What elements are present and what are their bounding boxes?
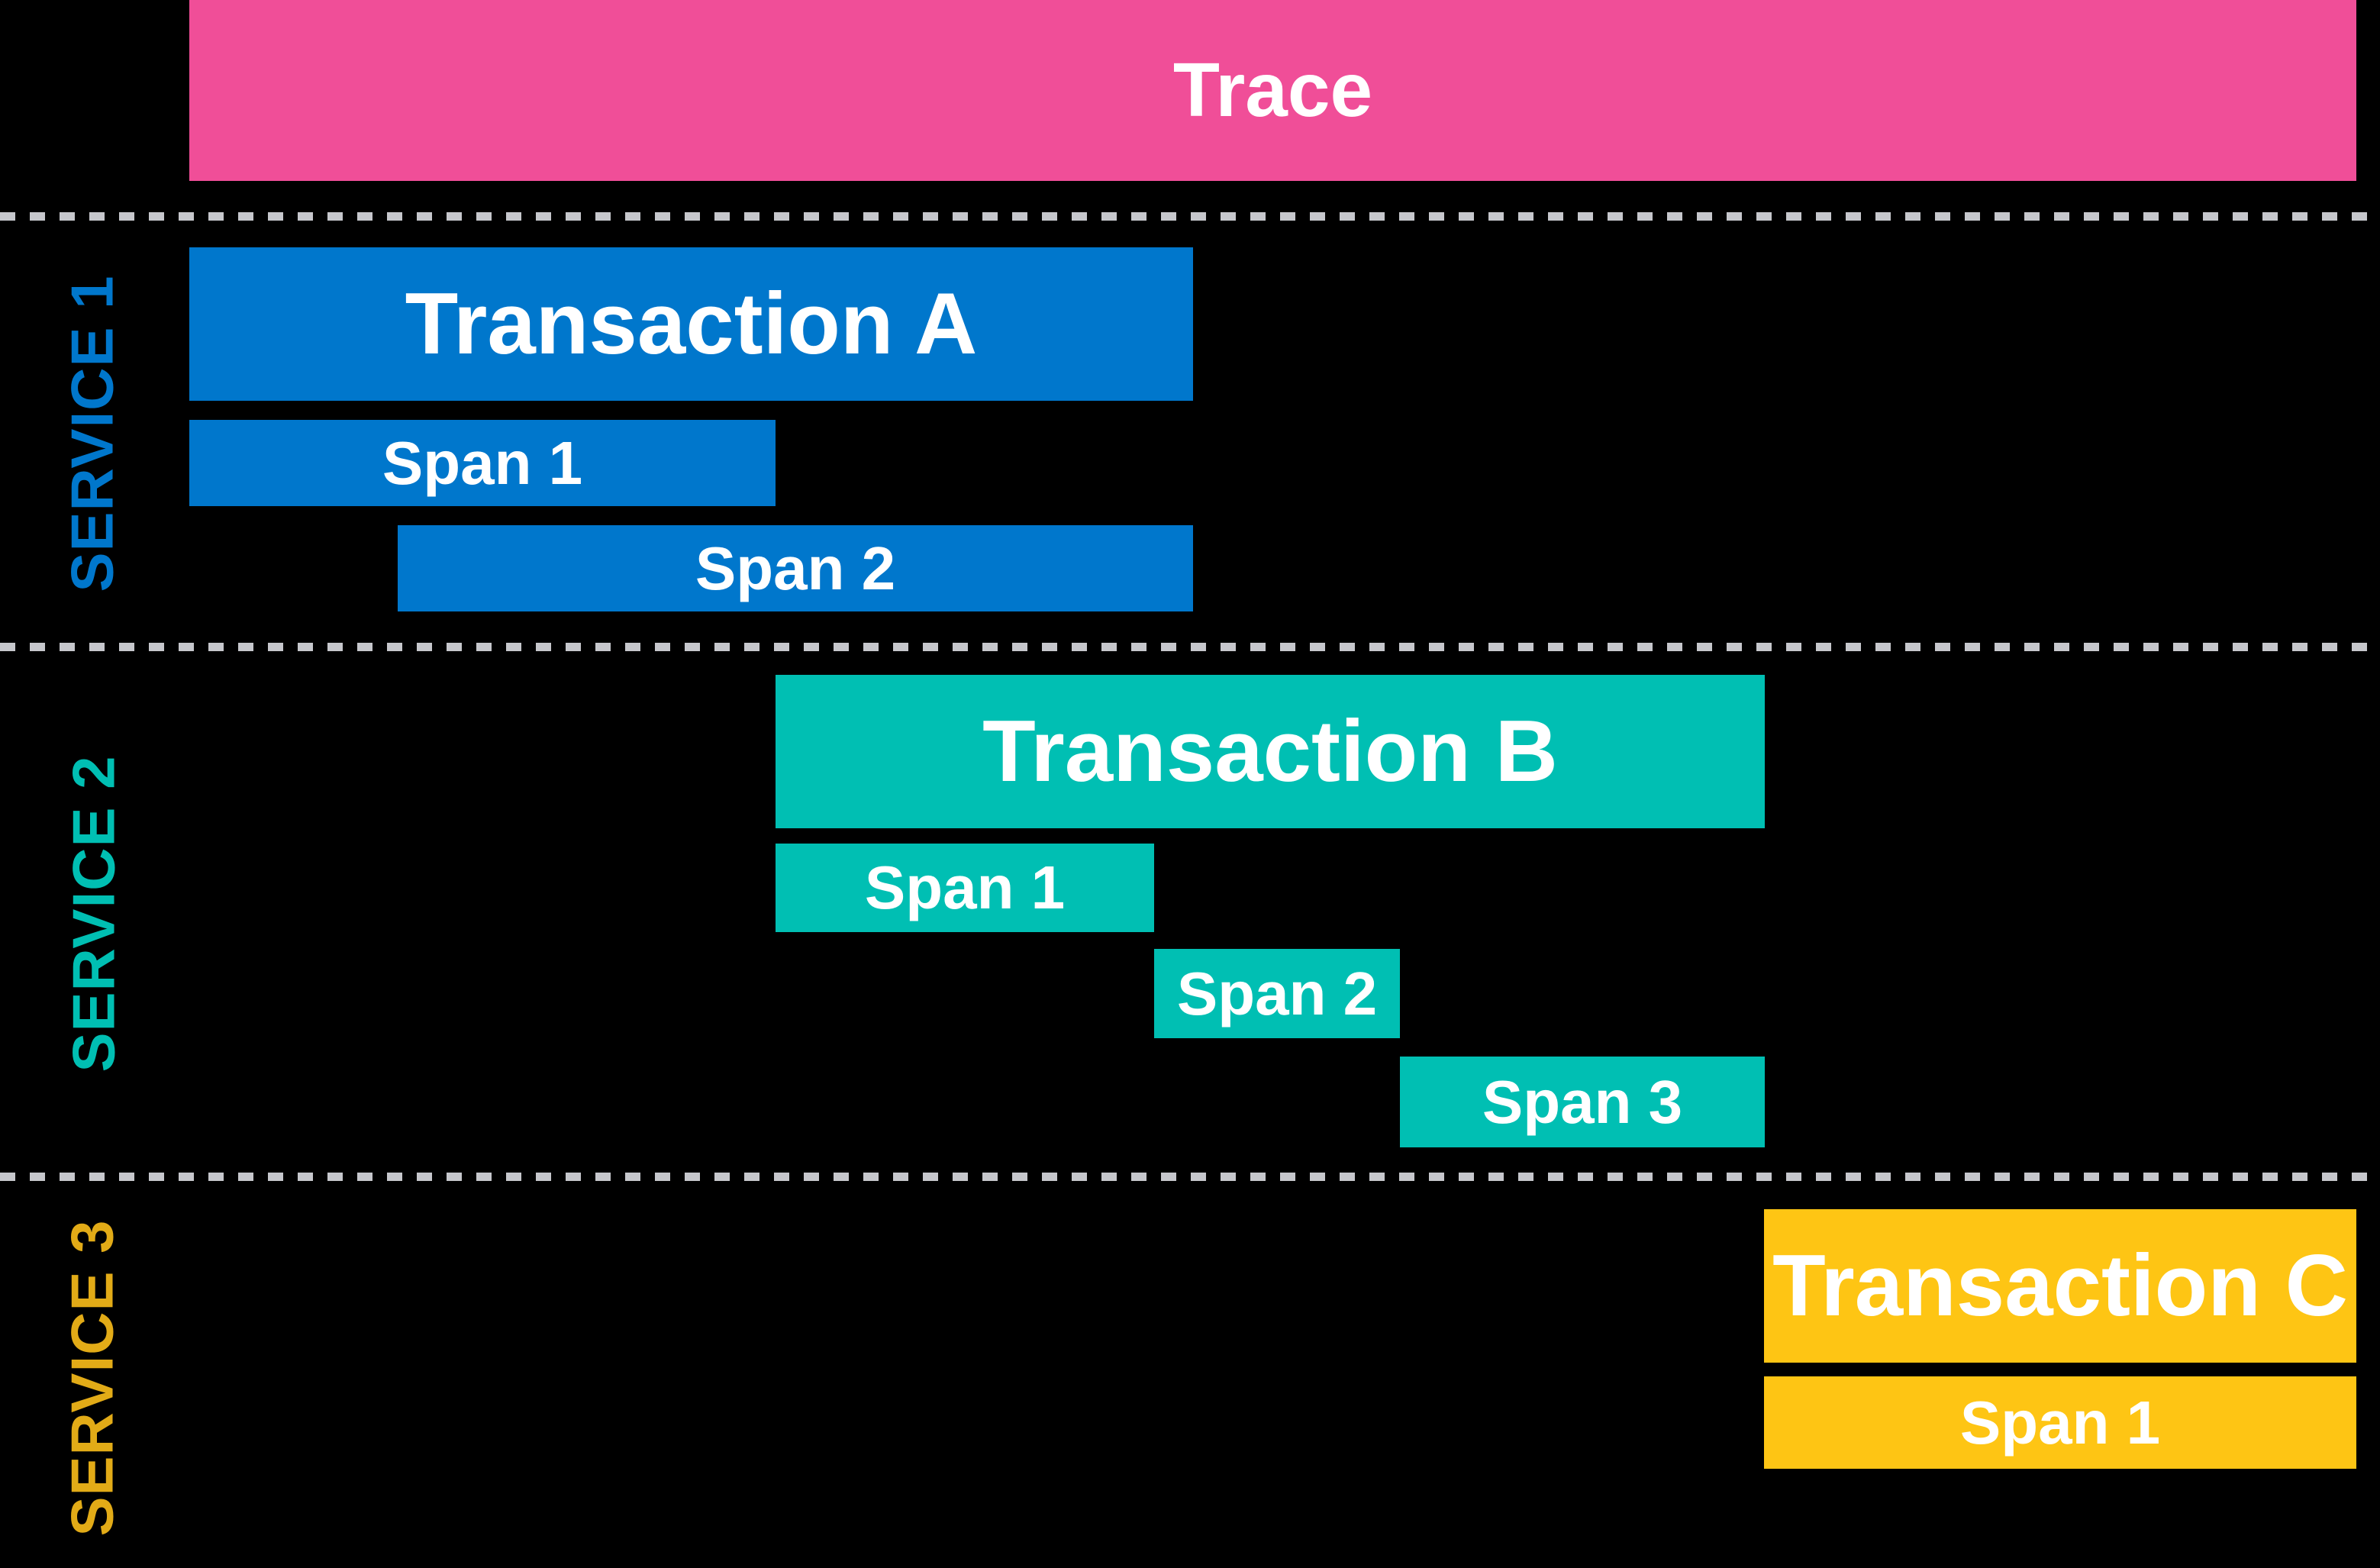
service2-span3-label: Span 3: [1482, 1067, 1683, 1136]
service1-span2-bar: Span 2: [398, 525, 1193, 611]
service3-span1-label: Span 1: [1959, 1388, 2161, 1457]
service2-span1-label: Span 1: [864, 853, 1066, 921]
separator-line-2: [0, 643, 2380, 651]
service-2-label: SERVICE 2: [60, 755, 127, 1073]
transaction-a-label: Transaction A: [405, 276, 978, 373]
service1-span2-label: Span 2: [695, 534, 896, 602]
transaction-c-label: Transaction C: [1772, 1237, 2348, 1334]
service-3-label: SERVICE 3: [58, 1219, 126, 1537]
service2-span3-bar: Span 3: [1400, 1057, 1765, 1147]
separator-line-1: [0, 212, 2380, 221]
service1-span1-label: Span 1: [382, 428, 583, 497]
transaction-b-label: Transaction B: [982, 703, 1558, 800]
transaction-a-bar: Transaction A: [189, 247, 1193, 401]
service3-span1-bar: Span 1: [1764, 1376, 2356, 1469]
transaction-b-bar: Transaction B: [776, 675, 1765, 828]
transaction-c-bar: Transaction C: [1764, 1209, 2356, 1363]
trace-bar: Trace: [189, 0, 2356, 181]
service-1-label: SERVICE 1: [58, 275, 126, 592]
service2-span2-bar: Span 2: [1154, 949, 1400, 1038]
trace-label: Trace: [1172, 47, 1373, 133]
service1-span1-bar: Span 1: [189, 420, 776, 506]
separator-line-3: [0, 1173, 2380, 1181]
service2-span2-label: Span 2: [1176, 959, 1378, 1028]
service2-span1-bar: Span 1: [776, 844, 1154, 932]
